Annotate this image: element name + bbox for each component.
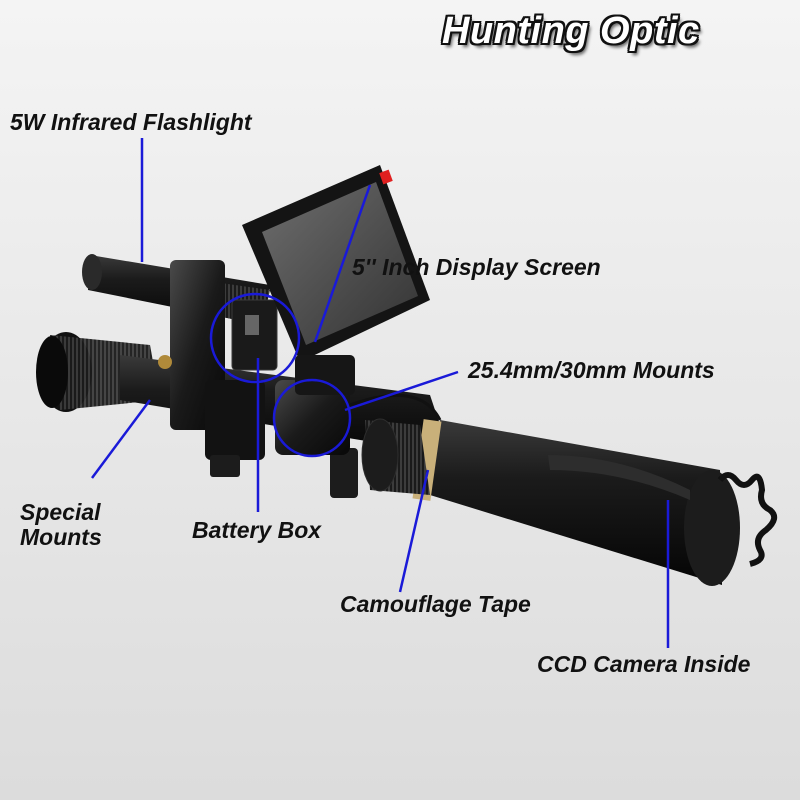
- battery-box: [231, 299, 278, 371]
- label-special-line2: Mounts: [20, 524, 102, 551]
- label-camouflage-tape: Camouflage Tape: [340, 591, 531, 617]
- callout-line-mounts: [344, 370, 459, 412]
- label-battery-box: Battery Box: [192, 517, 322, 543]
- callout-circle-battery: [209, 292, 301, 384]
- page-title: Hunting Optic: [442, 10, 700, 52]
- callout-lines: [90, 138, 670, 648]
- label-ccd-camera: CCD Camera Inside: [537, 651, 751, 677]
- label-infrared-flashlight: 5W Infrared Flashlight: [10, 109, 252, 135]
- callout-line-display: [313, 184, 372, 343]
- ccd-camera-tube: [349, 393, 778, 586]
- label-special-line1: Special: [20, 499, 101, 525]
- scope-mounts: [158, 260, 358, 498]
- label-display-screen: 5'' Inch Display Screen: [352, 254, 601, 280]
- callout-circle-mounts: [272, 378, 352, 458]
- label-special-mounts: Special Mounts: [20, 499, 130, 551]
- callout-line-special: [90, 399, 152, 479]
- display-screen: [242, 165, 430, 395]
- callout-line-tape: [398, 469, 430, 593]
- label-mounts: 25.4mm/30mm Mounts: [468, 357, 715, 383]
